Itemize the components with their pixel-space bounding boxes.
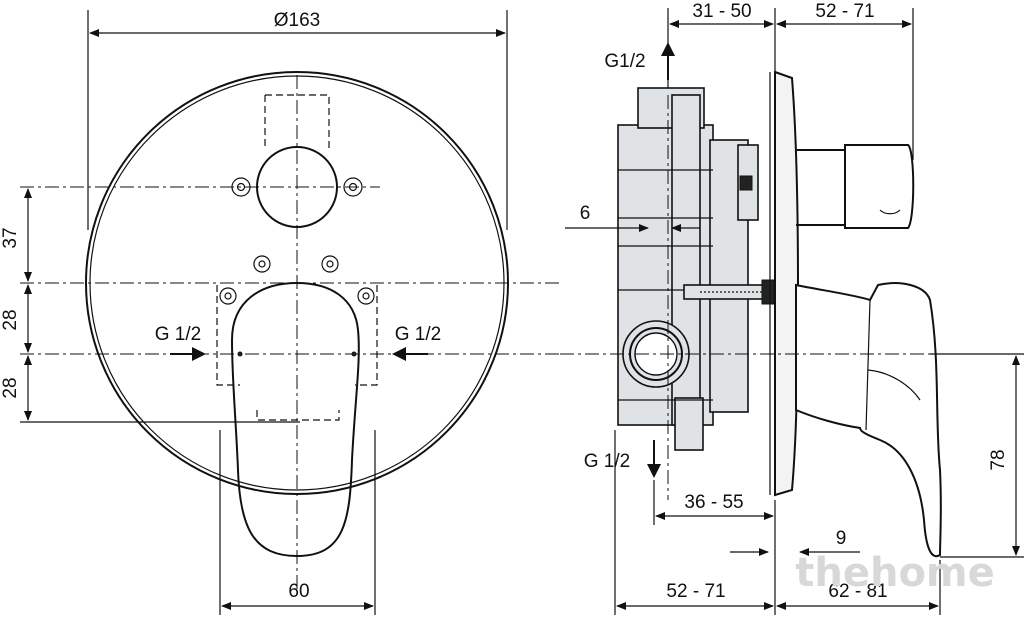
dim-9-label: 9 [836,528,847,549]
outlet-bottom-label: G 1/2 [584,451,630,472]
watermark: thehome [795,550,995,596]
lever-detail [865,299,871,431]
handle-dot [237,351,243,357]
dim-6-label: 6 [580,203,591,224]
mounting-ear-bottom-right [321,255,339,273]
dim-28-top-label: 28 [0,309,21,330]
dim-37-label: 37 [0,227,21,248]
lever-detail [867,369,921,401]
dim-31-50-label: 31 - 50 [692,1,751,22]
dim-52-71-bottom-label: 52 - 71 [666,581,725,602]
dim-60-label: 60 [288,581,309,602]
dim-28-bottom-label: 28 [0,377,21,398]
diameter-label: Ø163 [274,10,320,31]
diverter-detail [879,209,901,215]
inlet-right-label: G 1/2 [395,324,441,345]
mounting-ear-left [231,177,251,197]
dim-36-55-label: 36 - 55 [684,492,743,513]
diverter-stem [796,149,846,226]
lever-handle-side [795,282,942,558]
hidden-outlet-outline [264,94,330,150]
cover-plate-side [774,70,799,497]
dim-62-81-label: 62 - 81 [828,581,887,602]
outlet-top-label: G1/2 [604,51,645,72]
outlet-hole [256,146,338,228]
mounting-ear-mid-left [219,287,237,305]
mounting-ear-mid-right [357,287,375,305]
inlet-left-label: G 1/2 [155,324,201,345]
screw [739,175,753,191]
side-view: 31 - 50 52 - 71 G1/2 [560,1,1024,615]
dim-52-71-top-label: 52 - 71 [815,1,874,22]
dim-78-label: 78 [988,449,1009,470]
mounting-ear-bottom-left [253,255,271,273]
diverter-knob [844,144,915,229]
mounting-ear-right [343,177,363,197]
front-view: Ø163 [0,10,560,615]
handle-dot [351,351,357,357]
bottom-bracket [674,397,704,451]
hidden-body-outline [216,285,378,386]
hidden-body-bottom [256,410,340,421]
lever-handle-front [230,281,360,558]
rod-nut [761,279,775,305]
